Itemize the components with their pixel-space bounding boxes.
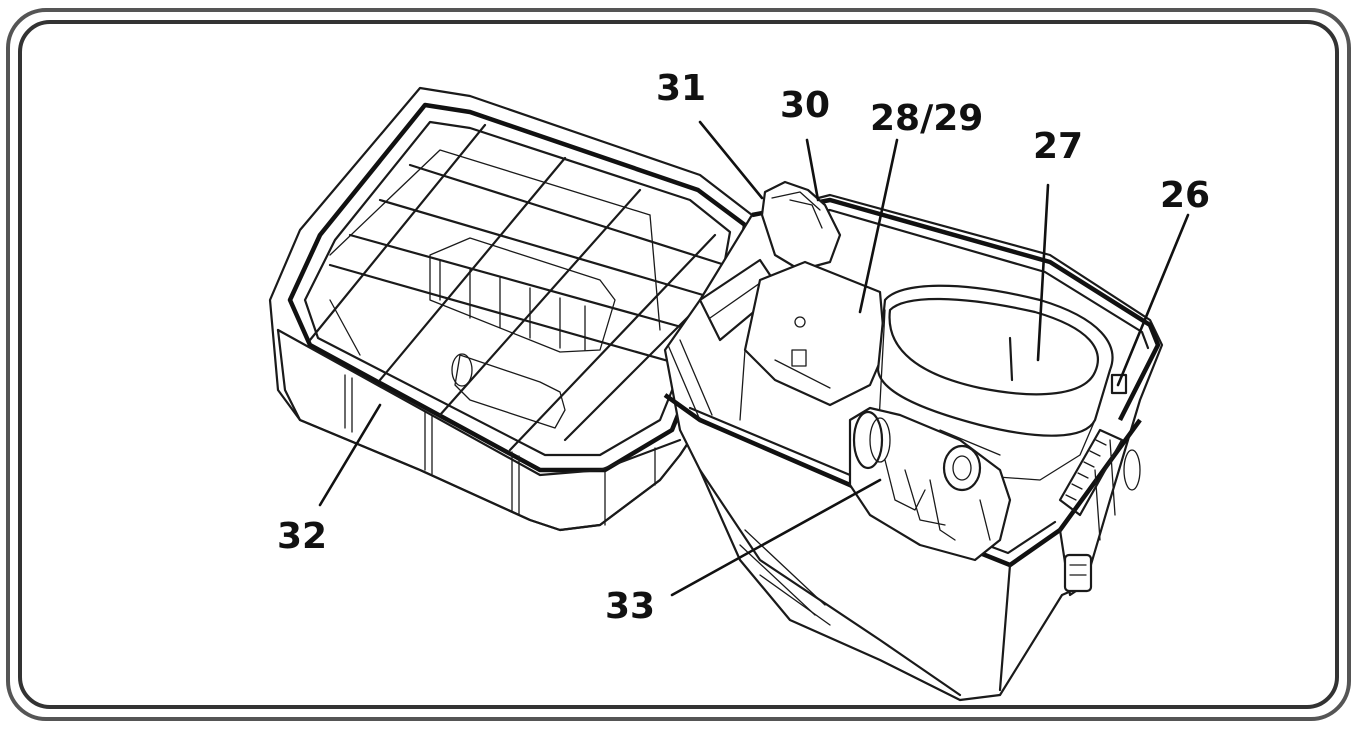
callout-33: 33 — [605, 586, 655, 627]
callout-27: 27 — [1033, 126, 1083, 167]
wire-grid — [308, 123, 737, 452]
lid-drawing — [268, 86, 762, 532]
callout-32: 32 — [277, 516, 327, 557]
leader-31 — [698, 120, 764, 200]
leader-26 — [1116, 213, 1190, 387]
leader-32 — [318, 403, 382, 507]
callout-30: 30 — [780, 85, 830, 126]
leader-lines — [318, 120, 1190, 597]
callout-labels: 31 30 28/29 27 26 32 33 — [277, 68, 1210, 627]
leader-28-29 — [858, 138, 899, 314]
diagram-frame — [6, 8, 1351, 721]
leader-27 — [1036, 183, 1050, 362]
callout-26: 26 — [1160, 175, 1210, 216]
leader-33 — [670, 478, 882, 597]
leader-30 — [805, 138, 820, 202]
callout-31: 31 — [656, 68, 706, 109]
callout-28-29: 28/29 — [870, 98, 983, 139]
base-drawing — [663, 180, 1164, 702]
